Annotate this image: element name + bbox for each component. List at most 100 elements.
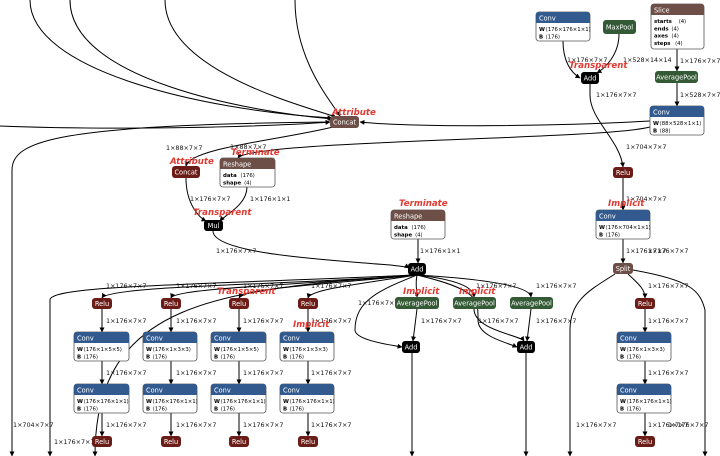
node-attr-key: ends [654,26,669,32]
graph-edge-1 [596,33,620,74]
node-title: AveragePool [511,299,552,307]
edge-shape-label: 1×176×7×7 [106,421,146,429]
graph-edge-22 [306,274,418,299]
node-relu-d1[interactable]: Relu [298,298,318,309]
graph-edge-10 [164,0,337,118]
node-header [650,106,704,117]
node-relu-right[interactable]: Relu [613,167,633,178]
node-box [613,263,633,274]
node-mul[interactable]: Mul [204,220,223,231]
edge-shape-label: 1×176×7×7 [596,91,636,99]
node-box [229,436,249,447]
graph-edge-24 [416,274,477,298]
edge-shape-label: 1×176×7×7 [421,317,461,325]
node-avgpool-f[interactable]: AveragePool [453,297,496,309]
node-split[interactable]: Split [613,263,633,274]
node-concat-1[interactable]: Concat [330,116,359,128]
graph-edge-39 [473,308,525,342]
node-header [280,332,334,343]
graph-edge-5 [359,119,651,127]
node-attr-value: ⟨176⟩ [627,405,642,412]
node-title: Add [405,343,418,351]
node-relu-a2[interactable]: Relu [92,436,112,447]
node-add-e[interactable]: Add [402,341,420,353]
node-avgpool-g[interactable]: AveragePool [510,297,553,309]
node-box [92,436,112,447]
node-attr-value: ⟨4⟩ [415,231,423,238]
node-attr-key: W [214,347,220,353]
annotation-implicit: Implicit [293,320,330,330]
node-relu-a1[interactable]: Relu [92,298,112,309]
node-avgpool-top[interactable]: AveragePool [655,71,698,83]
edge-shape-label: 1×176×7×7 [626,247,666,255]
node-relu-h2[interactable]: Relu [635,436,655,447]
node-title: Conv [146,334,163,342]
node-box [92,298,112,309]
node-attr-key: W [283,347,289,353]
node-box [635,298,655,309]
node-relu-b1[interactable]: Relu [161,298,181,309]
node-concat-2[interactable]: Concat [172,166,200,178]
node-title: Relu [164,300,178,308]
node-title: AveragePool [397,299,438,307]
node-box [603,20,636,34]
node-attr-key: B [146,354,150,360]
node-attr-value: ⟨4⟩ [244,179,252,186]
graph-edge-31 [627,273,648,299]
node-relu-c1[interactable]: Relu [229,298,249,309]
graph-edge-40 [525,308,532,342]
node-attr-key: W [77,399,83,405]
node-attr-key: B [653,128,657,134]
edge-shape-label: 1×176×1×1 [250,195,290,203]
edge-shape-label: 1×88×7×7 [166,144,202,152]
node-attr-value: ⟨176×704×1×1⟩ [606,224,651,231]
node-maxpool[interactable]: MaxPool [603,20,636,34]
node-add-top[interactable]: Add [581,72,599,84]
node-attr-key: B [599,232,603,238]
node-avgpool-e[interactable]: AveragePool [395,297,439,309]
node-attr-value: ⟨176×176×1×1⟩ [84,398,129,405]
node-add-main[interactable]: Add [408,263,426,275]
node-attr-value: ⟨176⟩ [153,353,168,360]
node-title: MaxPool [606,23,633,31]
node-relu-h1[interactable]: Relu [635,298,655,309]
edge-shape-label: 1×176×7×7 [648,421,688,429]
node-box [204,220,223,231]
node-title: Concat [333,118,356,126]
node-attr-value: ⟨176⟩ [240,172,255,179]
graph-edge-14 [219,186,248,222]
node-title: Conv [77,386,94,394]
graph-edge-15 [212,230,410,269]
node-relu-b2[interactable]: Relu [161,436,181,447]
graph-edge-25 [416,274,533,298]
edge-shape-label: 1×704×7×7 [626,195,666,203]
graph-edge-6 [237,126,651,159]
edge-shape-label: 1×176×7×7 [243,317,283,325]
node-title: Conv [214,334,231,342]
edge-shape-label: 1×176×7×7 [311,421,351,429]
node-relu-c2[interactable]: Relu [229,436,249,447]
node-title: AveragePool [454,299,495,307]
node-add-f[interactable]: Add [517,341,535,353]
node-title: Mul [208,222,220,230]
node-box [161,298,181,309]
edge-shape-label: 1×176×7×7 [648,317,688,325]
node-relu-d2[interactable]: Relu [298,436,318,447]
node-attr-value: ⟨176×176×1×1⟩ [290,398,335,405]
